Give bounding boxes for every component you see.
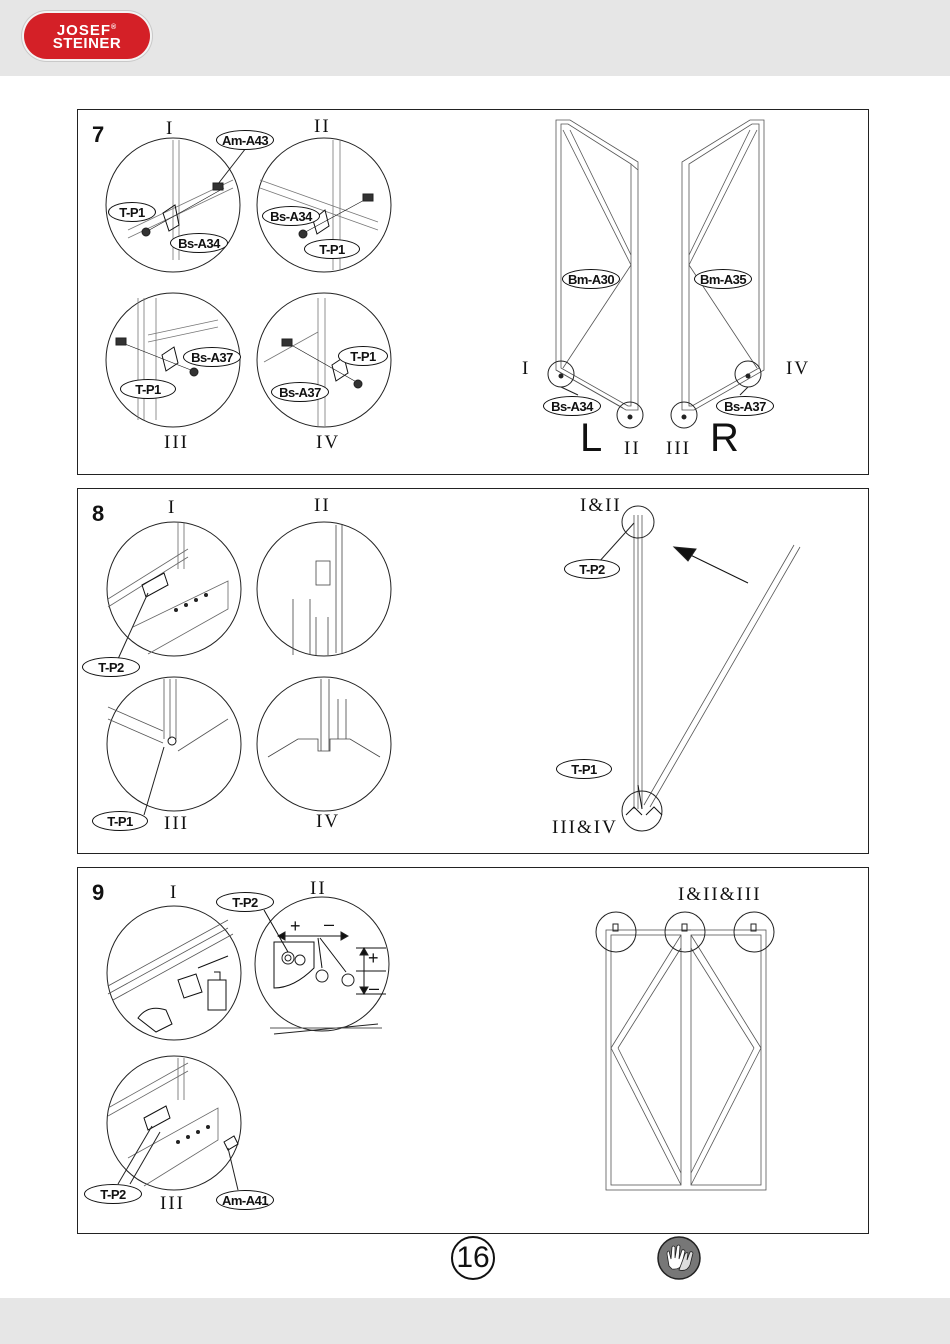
part-label: T-P2 (216, 892, 274, 912)
main-label-iii: III (666, 438, 691, 460)
gloves-icon (657, 1236, 701, 1280)
brand-logo: JOSEF® STEINER (24, 13, 150, 59)
part-label: T-P1 (108, 202, 156, 222)
detail-label-iv: IV (316, 432, 340, 454)
part-label: Bm-A30 (562, 269, 620, 289)
main-label-ii: II (624, 438, 641, 460)
part-label: T-P2 (82, 657, 140, 677)
step-7-drawing (78, 110, 870, 476)
step-number: 9 (92, 880, 104, 906)
part-label: T-P1 (556, 759, 612, 779)
detail-label-iv: IV (316, 811, 340, 833)
part-label: Bs-A34 (543, 396, 601, 416)
detail-label-iii: III (160, 1193, 185, 1215)
footer-bar (0, 1298, 950, 1344)
part-label: Bs-A37 (271, 382, 329, 402)
main-label-i: I (522, 358, 530, 380)
detail-label-iii: III (164, 813, 189, 835)
detail-label-ii: II (314, 495, 331, 517)
part-label: Bs-A37 (716, 396, 774, 416)
part-label: T-P1 (304, 239, 360, 259)
main-label-iv: IV (786, 358, 810, 380)
main-label-bottom: III&IV (552, 817, 618, 839)
part-label: Bm-A35 (694, 269, 752, 289)
adjust-minus-vertical: – (369, 978, 379, 999)
brand-line2: STEINER (24, 36, 150, 52)
adjust-plus: + (290, 916, 301, 937)
detail-label-ii: II (314, 116, 331, 138)
step-9-panel: 9 I II III T-P2 T-P2 Am-A41 + – + – I&II… (77, 867, 869, 1234)
main-label-top: I&II (580, 495, 622, 517)
page-number: 16 (451, 1236, 495, 1280)
part-label: T-P1 (338, 346, 388, 366)
step-9-drawing (78, 868, 870, 1235)
part-label: Bs-A37 (183, 347, 241, 367)
left-side-label: L (580, 416, 602, 461)
registered-mark: ® (111, 24, 117, 31)
adjust-plus-vertical: + (368, 948, 379, 969)
step-8-panel: 8 I II III IV T-P2 T-P1 T-P2 T-P1 I&II I… (77, 488, 869, 854)
step-number: 8 (92, 501, 104, 527)
part-label: Bs-A34 (170, 233, 228, 253)
part-label: Am-A41 (216, 1190, 274, 1210)
detail-label-ii: II (310, 878, 327, 900)
step-8-drawing (78, 489, 870, 855)
part-label: T-P2 (84, 1184, 142, 1204)
part-label: Bs-A34 (262, 206, 320, 226)
detail-label-i: I (170, 882, 178, 904)
part-label: T-P2 (564, 559, 620, 579)
adjust-minus: – (324, 914, 334, 935)
detail-label-i: I (166, 118, 174, 140)
step-number: 7 (92, 122, 104, 148)
right-side-label: R (710, 416, 739, 461)
part-label: T-P1 (92, 811, 148, 831)
detail-label-iii: III (164, 432, 189, 454)
step-7-panel: 7 I II III IV Am-A43 T-P1 Bs-A34 Bs-A34 … (77, 109, 869, 475)
part-label: T-P1 (120, 379, 176, 399)
main-label-top: I&II&III (678, 884, 762, 906)
part-label: Am-A43 (216, 130, 274, 150)
detail-label-i: I (168, 497, 176, 519)
